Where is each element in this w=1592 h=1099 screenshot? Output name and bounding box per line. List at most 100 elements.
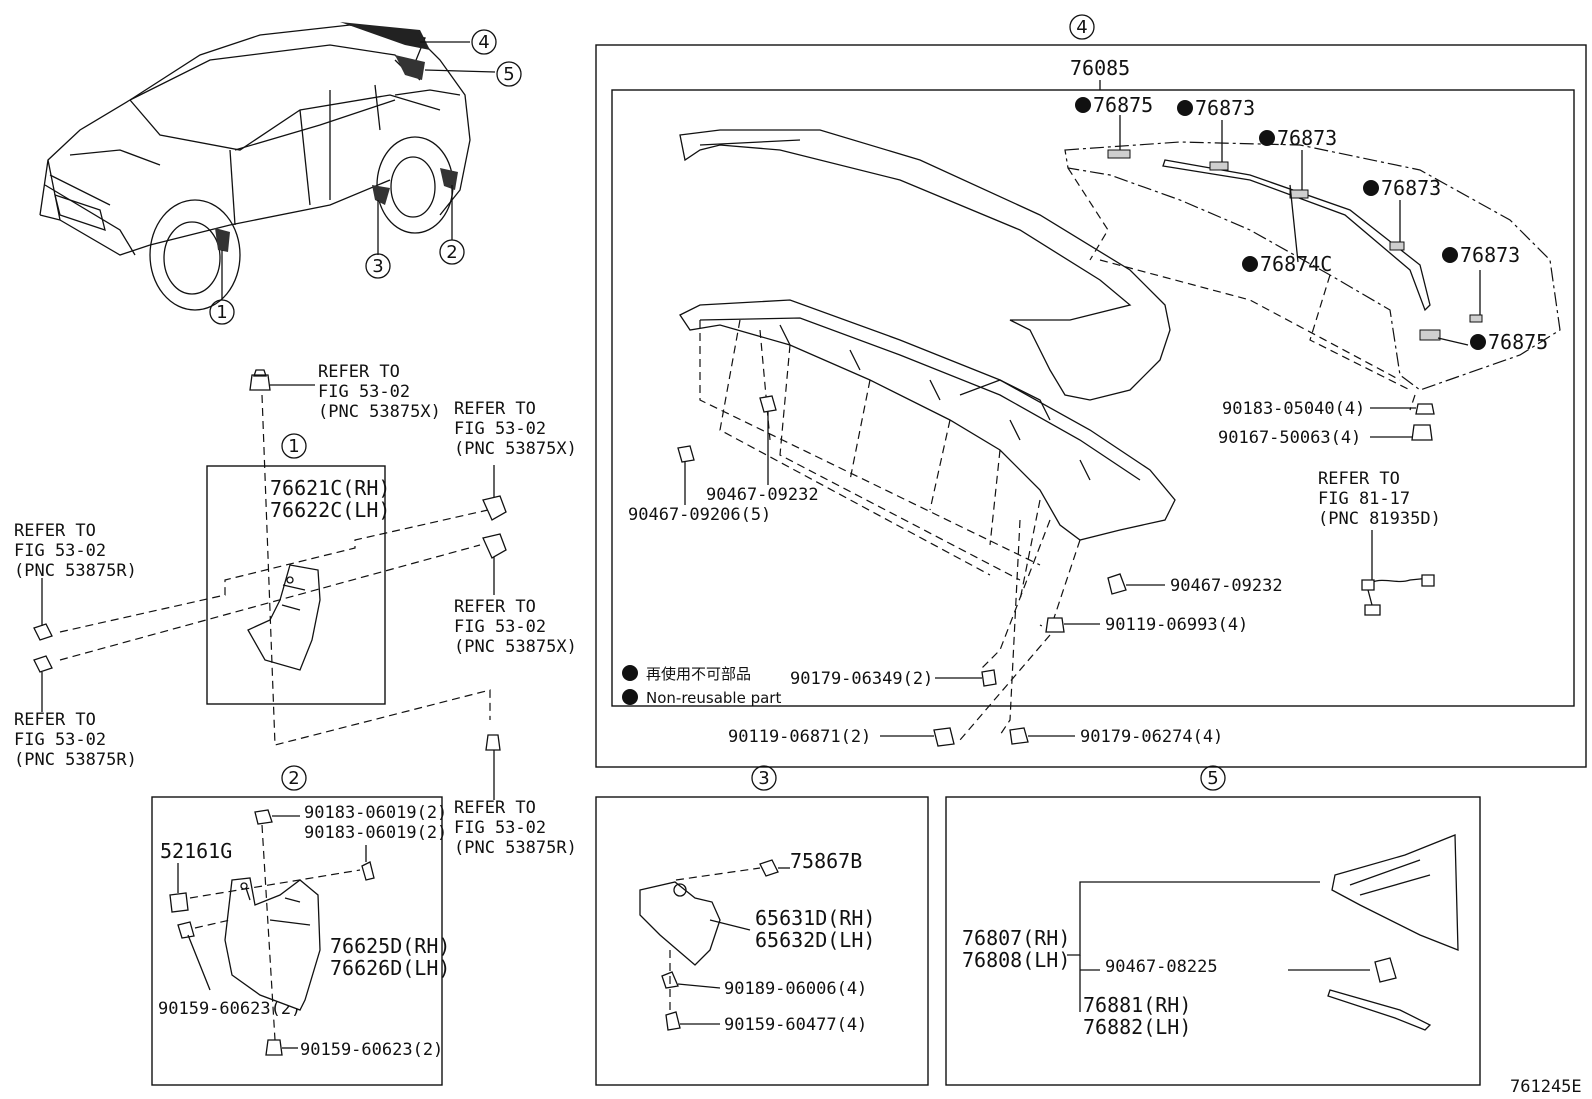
group4-seal-g: 76875 [1488,330,1548,354]
seal-strip [1327,989,1432,1031]
legend-jp: 再使用不可部品 [646,665,751,683]
clip-a [254,809,273,825]
refer-left-top-line1: REFER TO [14,521,96,541]
legend-dot-en [622,689,638,705]
group2-clip-b: 90183-06019(2) [304,823,447,843]
clip-top [249,374,271,391]
refer-left-bottom-line1: REFER TO [14,710,96,730]
clip-90167 [1411,424,1433,441]
refer-top-line3: (PNC 53875X) [318,402,441,422]
group1-part-rh: 76621C(RH) [270,476,390,500]
overview-callout-3: 3 [372,256,383,277]
refer-top-line2: FIG 53-02 [318,382,410,402]
group3-clip: 75867B [790,849,862,873]
group4-seal-b: 76873 [1195,96,1255,120]
group2-screw-b: 90159-60623(2) [300,1040,443,1060]
screw-90159-60477 [665,1011,681,1031]
group5-callout: 5 [1207,768,1218,789]
legend-dot-jp [622,665,638,681]
group4-refer-line1: REFER TO [1318,469,1400,489]
group4-nut-a: 90179-06349(2) [790,669,933,689]
nut-90179-06274 [1009,727,1029,745]
clip-90183 [1415,403,1435,415]
group2-clip-a: 90183-06019(2) [304,803,447,823]
group3-screw: 90159-60477(4) [724,1015,867,1035]
group2-box [151,796,443,1086]
screw-52161g [169,892,189,913]
group2-screw: 52161G [160,839,232,863]
group4-seal-f: 76874C [1260,252,1332,276]
screw-90119-06871 [933,727,955,747]
refer-left-bottom-line3: (PNC 53875R) [14,750,137,770]
refer-right-mid-line3: (PNC 53875X) [454,637,577,657]
diagram-id: 761245E [1510,1077,1582,1097]
group3-nut: 90189-06006(4) [724,979,867,999]
group4-clip-e: 90467-09232 [1170,576,1283,596]
group4-clip-c: 90467-09232 [706,485,819,505]
group4-refer-line3: (PNC 81935D) [1318,509,1441,529]
group4-outer-box [595,44,1587,768]
spoiler-lower [679,299,1176,541]
refer-right-bottom-line1: REFER TO [454,798,536,818]
overview-callout-4: 4 [478,32,489,53]
nut-90179-06349 [981,669,997,687]
group-2: 2 90183-06019(2) 90183-06019(2) 52161G 7… [151,765,450,1086]
group4-screw-b: 90119-06871(2) [728,727,871,747]
spoiler-upper [679,129,1171,401]
group4-screw-a: 90119-06993(4) [1105,615,1248,635]
group2-part-lh: 76626D(LH) [330,956,450,980]
clip-right-top [482,495,507,521]
mudflap-front [247,564,321,671]
bolt-left-top [33,623,53,641]
screw-90159-b [265,1039,283,1056]
refer-left-bottom-line2: FIG 53-02 [14,730,106,750]
group3-part-lh: 65632D(LH) [755,928,875,952]
group4-refer-line2: FIG 81-17 [1318,489,1410,509]
group-1: 1 76621C(RH) 76622C(LH) REFER TO FIG 53-… [14,362,577,858]
mudflap-rear [224,877,321,1011]
group2-screw-a: 90159-60623(2) [158,999,301,1019]
legend-en: Non-reusable part [646,689,781,707]
refer-right-top-line1: REFER TO [454,399,536,419]
refer-right-top-line3: (PNC 53875X) [454,439,577,459]
group4-seal-d: 76873 [1381,176,1441,200]
spoiler-side-cover [1331,834,1459,951]
group2-callout: 2 [288,768,299,789]
overview-callout-1: 1 [216,302,227,323]
group4-callout: 4 [1076,17,1087,38]
car-overview [39,22,496,311]
group-3: 3 75867B 65631D(RH) 65632D(LH) 90189-060… [595,765,929,1086]
refer-top-line1: REFER TO [318,362,400,382]
group4-assembly: 76085 [1070,56,1130,80]
group5-seal-lh: 76882(LH) [1083,1015,1191,1039]
group5-part-lh: 76808(LH) [962,948,1070,972]
group1-box [206,465,386,705]
screw-90119-06993 [1045,617,1065,633]
group3-callout: 3 [758,768,769,789]
group4-inner-box [611,89,1575,707]
group5-seal-rh: 76881(RH) [1083,993,1191,1017]
clip-right-mid [482,533,507,559]
group4-clip-d: 90467-09206(5) [628,505,771,525]
group5-clip: 90467-08225 [1105,957,1218,977]
group1-callout: 1 [288,436,299,457]
bolt-left-bottom [33,655,53,673]
refer-right-bottom-line3: (PNC 53875R) [454,838,577,858]
wire-harness [1367,577,1431,586]
refer-left-top-line3: (PNC 53875R) [14,561,137,581]
group-4: 4 76085 [595,14,1587,768]
legend: 再使用不可部品 Non-reusable part [622,665,781,707]
clip-75867b [759,859,779,877]
screw-right-bottom [485,734,501,751]
refer-left-top-line2: FIG 53-02 [14,541,106,561]
group1-part-lh: 76622C(LH) [270,498,390,522]
group4-seal-c: 76873 [1277,126,1337,150]
clip-90467-09206 [677,445,695,463]
clip-b [361,861,375,881]
group2-part-rh: 76625D(RH) [330,934,450,958]
clip-90467-09232-a [759,395,777,413]
group4-nut-b: 90179-06274(4) [1080,727,1223,747]
refer-right-top-line2: FIG 53-02 [454,419,546,439]
